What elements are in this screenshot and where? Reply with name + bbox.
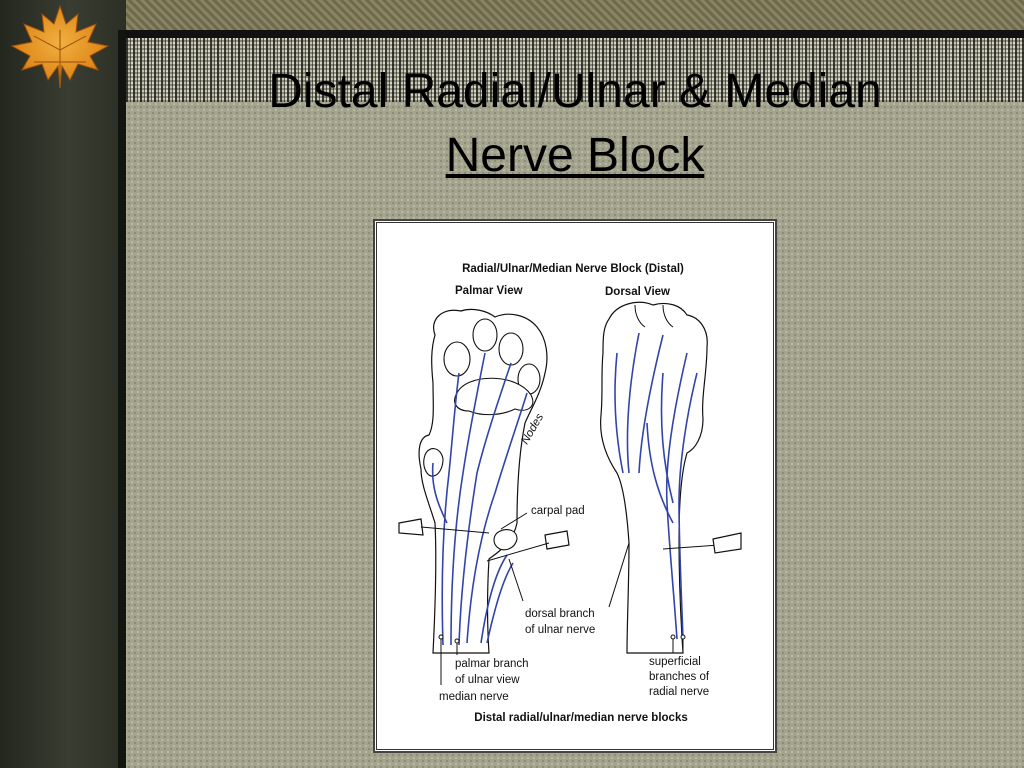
carpal-pad-label: carpal pad bbox=[531, 505, 585, 517]
top-shadow-bar bbox=[126, 30, 1024, 38]
slide-title-line-1: Distal Radial/Ulnar & Median bbox=[268, 65, 882, 118]
superficial-label-2: branches of bbox=[649, 671, 710, 683]
figure-title: Radial/Ulnar/Median Nerve Block (Distal) bbox=[462, 263, 684, 275]
top-border-strip bbox=[0, 0, 1024, 30]
palmar-branch-label-2: of ulnar view bbox=[455, 674, 520, 686]
palmar-view-label: Palmar View bbox=[455, 285, 523, 297]
superficial-label-3: radial nerve bbox=[649, 686, 709, 698]
palmar-branch-label-1: palmar branch bbox=[455, 658, 529, 670]
median-nerve-label: median nerve bbox=[439, 691, 509, 703]
slide-title: Distal Radial/Ulnar & Median Nerve Block bbox=[126, 60, 1024, 188]
dorsal-branch-label-1: dorsal branch bbox=[525, 608, 595, 620]
nerve-block-diagram: Radial/Ulnar/Median Nerve Block (Distal)… bbox=[398, 263, 742, 724]
slide-title-line-2: Nerve Block bbox=[445, 129, 705, 182]
title-texture-band bbox=[126, 38, 1024, 102]
figure-caption: Distal radial/ulnar/median nerve blocks bbox=[474, 712, 687, 724]
dorsal-view-label: Dorsal View bbox=[605, 286, 670, 298]
dorsal-branch-label-2: of ulnar nerve bbox=[525, 624, 595, 636]
dorsal-limb bbox=[600, 301, 742, 654]
left-band-shadow bbox=[118, 30, 126, 768]
superficial-label-1: superficial bbox=[649, 656, 701, 668]
palmar-limb: Nodes bbox=[398, 308, 570, 685]
figure-frame: Radial/Ulnar/Median Nerve Block (Distal)… bbox=[376, 222, 774, 750]
left-border-band bbox=[0, 0, 126, 768]
maple-leaf-icon bbox=[10, 4, 110, 89]
